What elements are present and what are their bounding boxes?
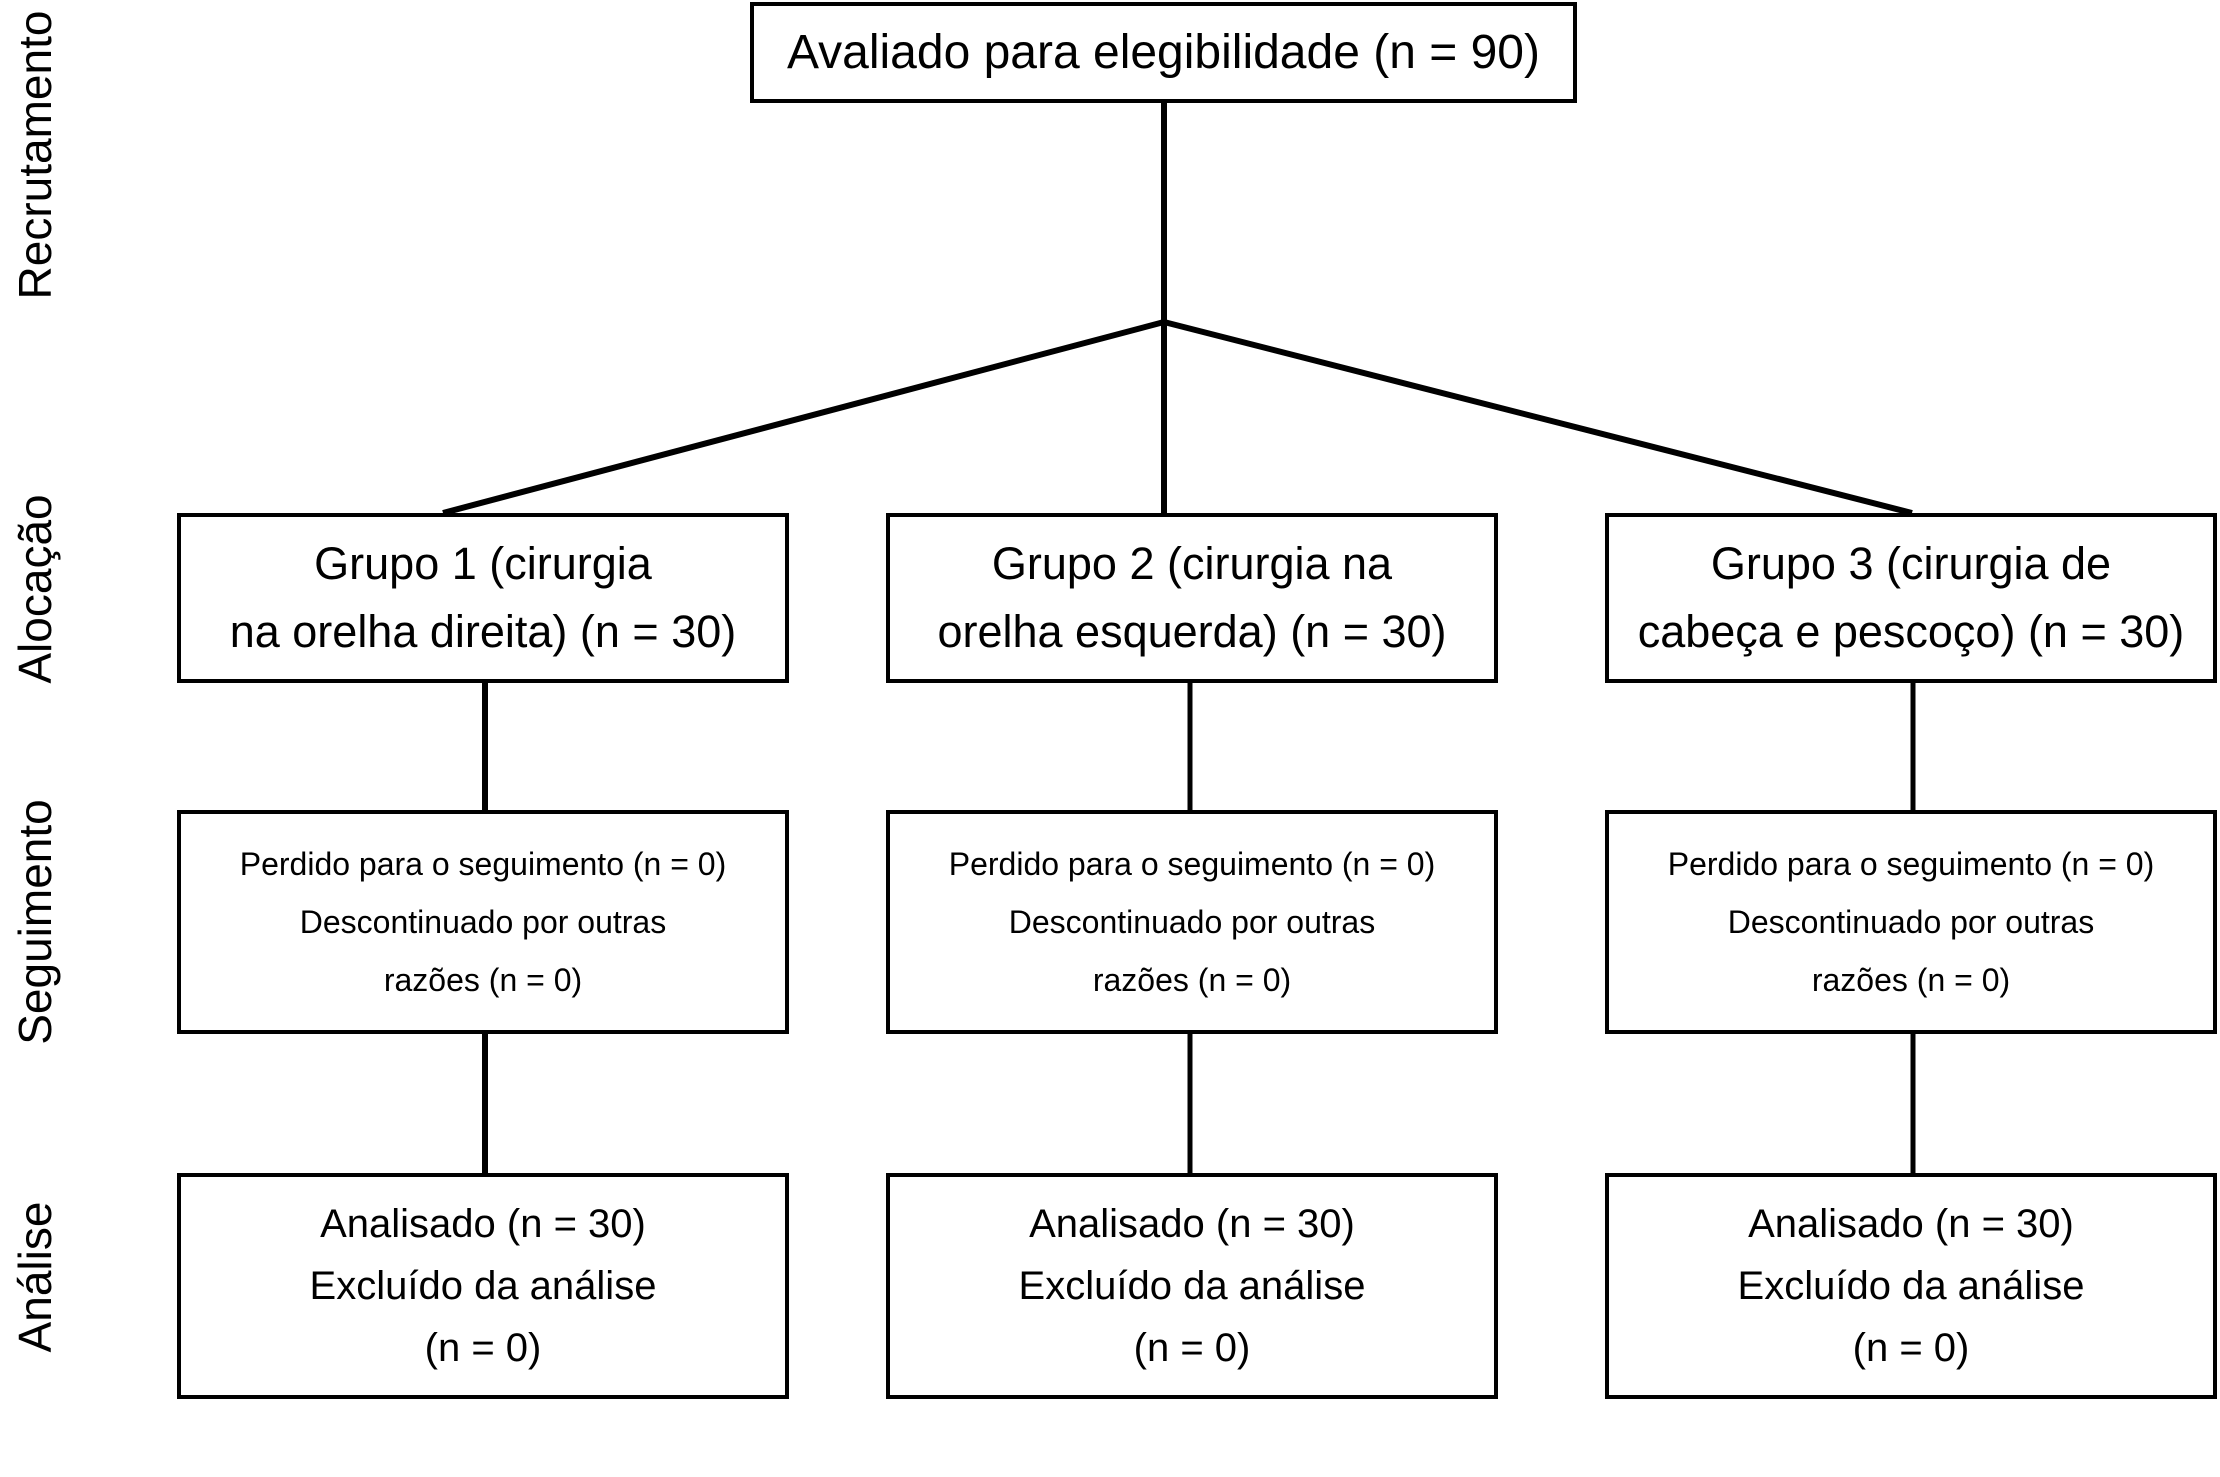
allocation-box-group-1: Grupo 1 (cirurgia na orelha direita) (n … [177,513,789,683]
analysis-box-group-1: Analisado (n = 30) Excluído da análise (… [177,1173,789,1399]
stage-label-recruitment: Recrutamento [9,10,61,300]
followup-box-group-2: Perdido para o seguimento (n = 0) Descon… [886,810,1498,1034]
stage-label-analysis: Análise [9,1201,61,1353]
branch-line-group-3 [1163,319,1913,516]
allocation-line: Grupo 3 (cirurgia de [1710,538,2112,589]
eligibility-box: Avaliado para elegibilidade (n = 90) [750,2,1577,103]
followup-line: Descontinuado por outras [1727,904,2095,940]
followup-line: Perdido para o seguimento (n = 0) [239,846,727,882]
followup-line: Descontinuado por outras [1008,904,1376,940]
analysis-line: Excluído da análise [309,1264,657,1308]
allocation-line: cabeça e pescoço) (n = 30) [1637,606,2185,657]
analysis-box-group-2: Analisado (n = 30) Excluído da análise (… [886,1173,1498,1399]
followup-line: Perdido para o seguimento (n = 0) [1667,846,2155,882]
analysis-line: Excluído da análise [1018,1264,1366,1308]
analysis-line: (n = 0) [424,1326,542,1370]
followup-line: razões (n = 0) [383,962,583,998]
eligibility-label: Avaliado para elegibilidade (n = 90) [787,26,1540,79]
followup-line: razões (n = 0) [1811,962,2011,998]
allocation-box-group-3: Grupo 3 (cirurgia de cabeça e pescoço) (… [1605,513,2217,683]
analysis-line: (n = 0) [1852,1326,1970,1370]
allocation-box-group-2: Grupo 2 (cirurgia na orelha esquerda) (n… [886,513,1498,683]
allocation-line: Grupo 1 (cirurgia [314,538,652,589]
followup-box-group-3: Perdido para o seguimento (n = 0) Descon… [1605,810,2217,1034]
allocation-line: Grupo 2 (cirurgia na [991,538,1393,589]
analysis-line: (n = 0) [1133,1326,1251,1370]
followup-box-group-1: Perdido para o seguimento (n = 0) Descon… [177,810,789,1034]
analysis-line: Excluído da análise [1737,1264,2085,1308]
followup-line: Perdido para o seguimento (n = 0) [948,846,1436,882]
followup-line: Descontinuado por outras [299,904,667,940]
analysis-line: Analisado (n = 30) [320,1202,646,1246]
stage-label-followup: Seguimento [9,799,61,1045]
allocation-line: orelha esquerda) (n = 30) [937,606,1447,657]
analysis-box-group-3: Analisado (n = 30) Excluído da análise (… [1605,1173,2217,1399]
analysis-line: Analisado (n = 30) [1029,1202,1355,1246]
branch-line-group-1 [442,319,1165,516]
followup-line: razões (n = 0) [1092,962,1292,998]
analysis-line: Analisado (n = 30) [1748,1202,2074,1246]
allocation-line: na orelha direita) (n = 30) [229,606,737,657]
connector-lines [442,103,1916,1173]
